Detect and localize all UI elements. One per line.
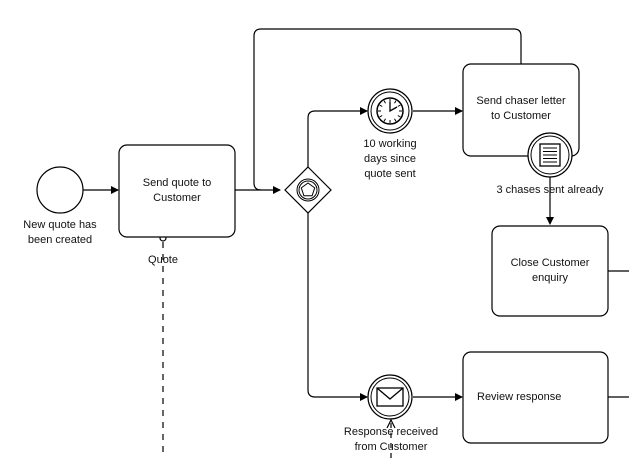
- start-event-label: New quote has been created: [23, 219, 97, 246]
- message-flow-arrowhead: [386, 418, 396, 429]
- clock-icon: [376, 97, 404, 125]
- message-event-label: Response received from Customer: [343, 426, 439, 453]
- event-based-gateway[interactable]: [284, 166, 332, 214]
- task-send-quote-label: Send quote to Customer: [142, 177, 212, 204]
- timer-event-label: 10 working days since quote sent: [363, 138, 417, 180]
- message-event[interactable]: [367, 374, 413, 420]
- task-close-enquiry[interactable]: [491, 225, 609, 317]
- conditional-boundary-event[interactable]: [527, 132, 573, 178]
- start-event[interactable]: [36, 166, 84, 214]
- timer-event[interactable]: [367, 88, 413, 134]
- flow-gateway-to-message[interactable]: [307, 210, 368, 401]
- task-send-chaser-label: Send chaser letter to Customer: [476, 95, 566, 122]
- data-output-quote-label: Quote: [148, 254, 178, 266]
- task-review-response-label: Review response: [477, 391, 562, 403]
- conditional-event-label: 3 chases sent already: [496, 184, 604, 196]
- task-send-quote[interactable]: [118, 144, 236, 238]
- flow-gateway-to-timer[interactable]: [307, 107, 368, 168]
- envelope-icon: [376, 387, 404, 407]
- task-close-enquiry-label: Close Customer enquiry: [510, 257, 590, 284]
- flow-loop-back[interactable]: [253, 28, 522, 191]
- task-review-response[interactable]: [462, 351, 609, 444]
- conditional-icon: [539, 143, 561, 167]
